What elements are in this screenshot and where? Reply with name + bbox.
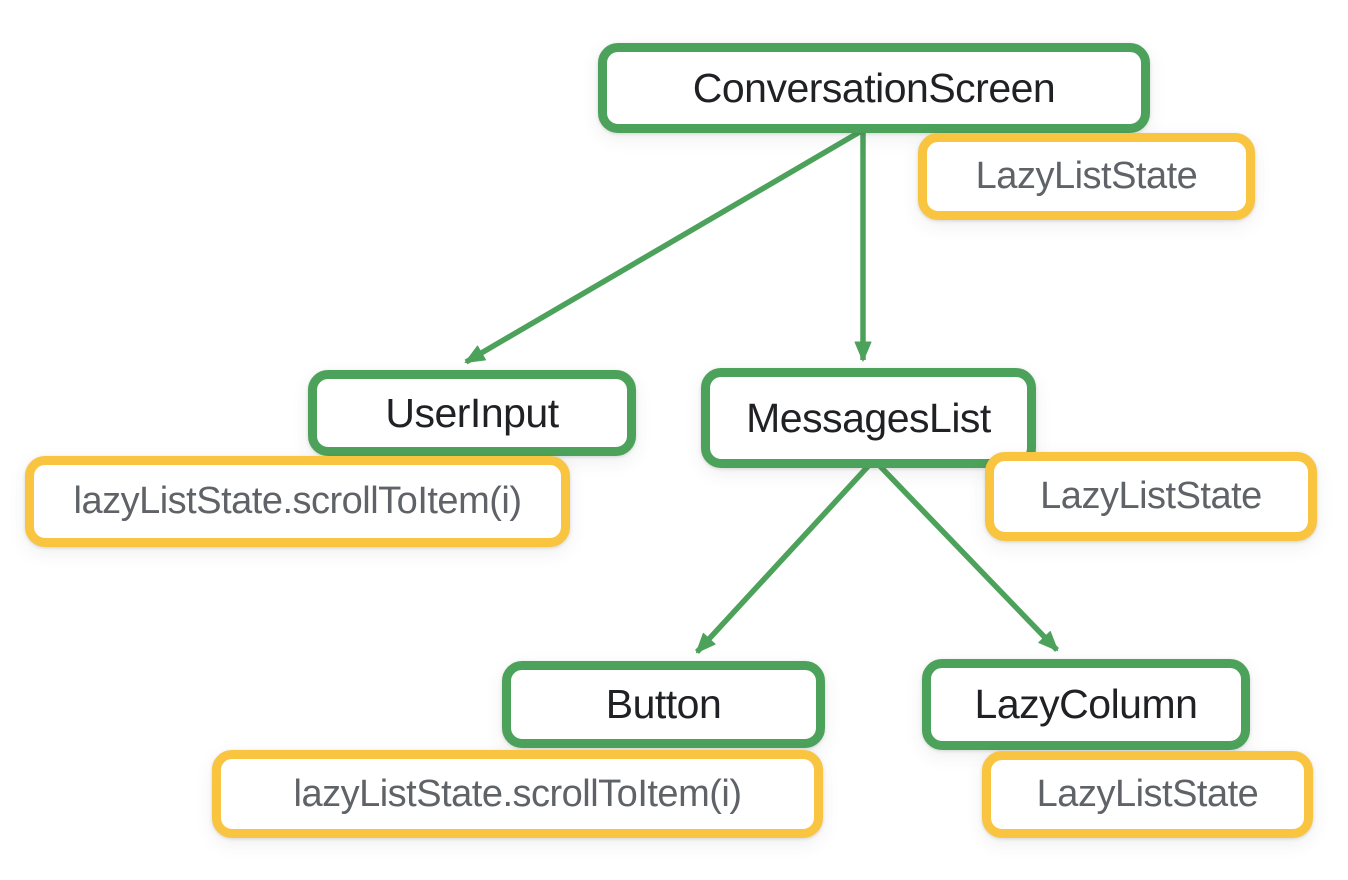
state-badge-button: lazyListState.scrollToItem(i): [212, 750, 823, 838]
node-lazy-column: LazyColumn: [922, 659, 1250, 750]
node-button: Button: [502, 661, 825, 748]
node-conversation-screen: ConversationScreen: [598, 43, 1150, 133]
node-messages-list-label: MessagesList: [746, 394, 991, 441]
state-badge-lazy-column-label: LazyListState: [1036, 773, 1259, 815]
state-badge-messages-list-label: LazyListState: [1040, 475, 1262, 517]
node-user-input-label: UserInput: [385, 389, 559, 436]
state-badge-conversation-screen-label: LazyListState: [975, 155, 1198, 197]
node-lazy-column-label: LazyColumn: [974, 681, 1198, 727]
state-badge-user-input-label: lazyListState.scrollToItem(i): [73, 480, 522, 522]
state-badge-messages-list: LazyListState: [985, 452, 1317, 541]
node-button-label: Button: [605, 681, 722, 727]
node-messages-list: MessagesList: [701, 368, 1036, 468]
edge-conversationscreen-userinput: [464, 127, 865, 365]
state-badge-conversation-screen: LazyListState: [918, 133, 1255, 220]
edge-messageslist-button: [694, 460, 875, 654]
node-user-input: UserInput: [308, 370, 636, 456]
state-badge-user-input: lazyListState.scrollToItem(i): [25, 456, 570, 547]
node-conversation-screen-label: ConversationScreen: [692, 64, 1056, 111]
state-badge-lazy-column: LazyListState: [982, 751, 1313, 838]
state-badge-button-label: lazyListState.scrollToItem(i): [293, 772, 742, 815]
